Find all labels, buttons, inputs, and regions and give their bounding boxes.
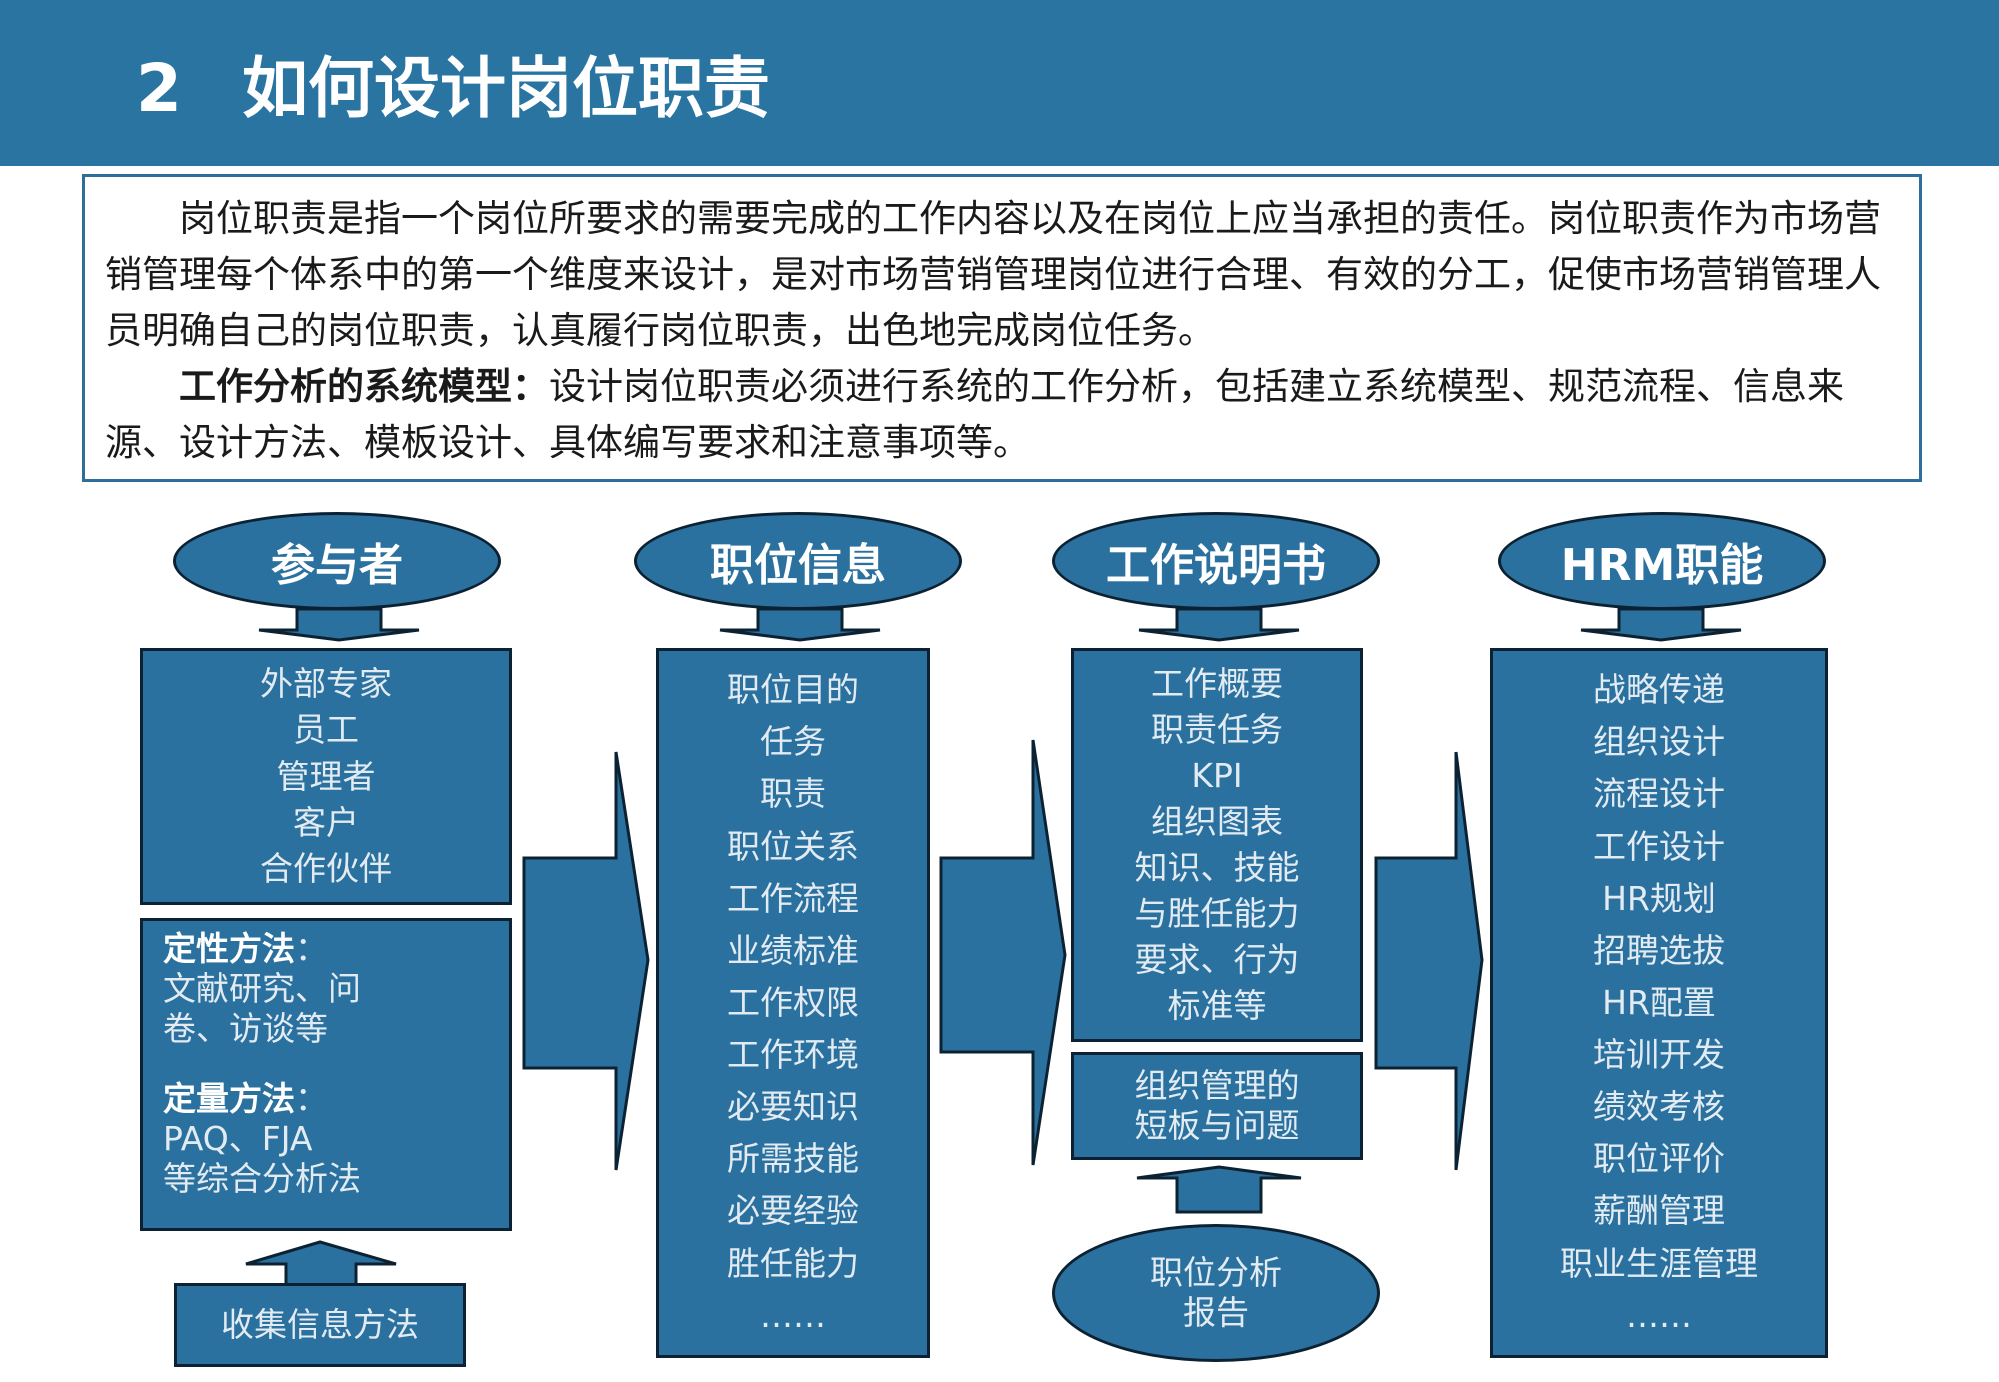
list-item: 薪酬管理 — [1593, 1191, 1725, 1231]
quantitative-method-line: 等综合分析法 — [163, 1159, 361, 1198]
list-item: 工作概要 — [1151, 664, 1283, 704]
report-line: 报告 — [1183, 1293, 1249, 1332]
list-item: 与胜任能力 — [1134, 893, 1300, 933]
management-issues-box: 组织管理的 短板与问题 — [1071, 1052, 1363, 1160]
intro-paragraph-1: 岗位职责是指一个岗位所要求的需要完成的工作内容以及在岗位上应当承担的责任。岗位职… — [105, 197, 1881, 352]
up-arrow-icon — [1136, 1165, 1302, 1214]
intro-text-box: 岗位职责是指一个岗位所要求的需要完成的工作内容以及在岗位上应当承担的责任。岗位职… — [82, 174, 1922, 482]
quantitative-method-title: 定量方法 — [163, 1079, 295, 1118]
up-arrow-icon — [245, 1240, 397, 1287]
list-item: 任务 — [760, 722, 826, 762]
list-item: 胜任能力 — [727, 1243, 859, 1283]
list-item: 战略传递 — [1593, 670, 1725, 710]
list-item: 外部专家 — [260, 664, 392, 704]
job-description-list-box: 工作概要 职责任务 KPI 组织图表 知识、技能 与胜任能力 要求、行为 标准等 — [1071, 648, 1363, 1042]
management-issues-line: 组织管理的 — [1134, 1066, 1300, 1105]
list-item: 所需技能 — [727, 1139, 859, 1179]
list-item: 职责 — [760, 774, 826, 814]
page-title: 如何设计岗位职责 — [242, 50, 770, 127]
list-item: 合作伙伴 — [260, 848, 392, 888]
position-info-oval: 职位信息 — [634, 512, 962, 610]
participants-list-box: 外部专家 员工 管理者 客户 合作伙伴 — [140, 648, 512, 905]
qualitative-method-heading: 定性方法： — [163, 929, 489, 969]
quantitative-method-line: PAQ、FJA — [163, 1119, 313, 1158]
position-info-list-box: 职位目的 任务 职责 职位关系 工作流程 业绩标准 工作权限 工作环境 必要知识… — [656, 648, 930, 1358]
list-item: 业绩标准 — [727, 930, 859, 970]
report-line: 职位分析 — [1150, 1253, 1282, 1292]
qualitative-method-line: 文献研究、问 — [163, 969, 361, 1008]
list-item: 客户 — [293, 802, 359, 842]
list-item: 工作环境 — [727, 1035, 859, 1075]
right-arrow-icon — [939, 739, 1067, 1166]
list-item: HR规划 — [1602, 878, 1716, 918]
list-item: 知识、技能 — [1134, 847, 1300, 887]
list-item: 流程设计 — [1593, 774, 1725, 814]
hrm-functions-oval: HRM职能 — [1498, 512, 1826, 610]
list-item: 招聘选拔 — [1593, 930, 1725, 970]
list-item: 要求、行为 — [1134, 939, 1300, 979]
list-item: 职位评价 — [1593, 1139, 1725, 1179]
qualitative-method-line: 卷、访谈等 — [163, 1009, 328, 1048]
management-issues-line: 短板与问题 — [1134, 1106, 1300, 1145]
down-arrow-icon — [258, 607, 420, 642]
collect-info-method-label: 收集信息方法 — [221, 1305, 419, 1344]
quantitative-method-heading: 定量方法： — [163, 1079, 489, 1119]
list-item: KPI — [1191, 756, 1243, 796]
intro-paragraph-2-body: 设计岗位职责必须进行系统的工作分析，包括建立系统模型、规范流程、信息来源、设计方… — [105, 365, 1844, 464]
job-description-oval: 工作说明书 — [1052, 512, 1380, 610]
participants-oval: 参与者 — [173, 512, 501, 610]
down-arrow-icon — [1138, 607, 1300, 642]
position-analysis-report-oval: 职位分析 报告 — [1052, 1224, 1380, 1362]
list-item: 绩效考核 — [1593, 1087, 1725, 1127]
down-arrow-icon — [1580, 607, 1742, 642]
collect-info-method-box: 收集信息方法 — [174, 1283, 466, 1367]
right-arrow-icon — [1374, 751, 1484, 1171]
header-bar: 2 如何设计岗位职责 — [0, 0, 1999, 166]
quantitative-method-colon: ： — [295, 1079, 328, 1118]
list-item: HR配置 — [1602, 982, 1716, 1022]
section-number: 2 — [136, 50, 182, 127]
list-item: 管理者 — [276, 756, 376, 796]
list-item: 必要经验 — [727, 1191, 859, 1231]
list-item: 培训开发 — [1593, 1035, 1725, 1075]
list-item: 职业生涯管理 — [1560, 1243, 1758, 1283]
qualitative-method-colon: ： — [295, 929, 328, 968]
methods-box: 定性方法： 文献研究、问 卷、访谈等 定量方法： PAQ、FJA 等综合分析法 — [140, 918, 512, 1231]
list-item: 工作流程 — [727, 878, 859, 918]
down-arrow-icon — [719, 607, 881, 642]
list-item: 员工 — [293, 710, 359, 750]
list-item: 职位关系 — [727, 826, 859, 866]
intro-paragraph-2: 工作分析的系统模型：设计岗位职责必须进行系统的工作分析，包括建立系统模型、规范流… — [105, 359, 1893, 471]
hrm-functions-list-box: 战略传递 组织设计 流程设计 工作设计 HR规划 招聘选拔 HR配置 培训开发 … — [1490, 648, 1828, 1358]
qualitative-method-title: 定性方法 — [163, 929, 295, 968]
list-item: 组织设计 — [1593, 722, 1725, 762]
list-item: …… — [1626, 1295, 1692, 1335]
list-item: 标准等 — [1167, 985, 1267, 1025]
spacer — [163, 1049, 489, 1079]
list-item: …… — [760, 1295, 826, 1335]
list-item: 组织图表 — [1151, 802, 1283, 841]
list-item: 职位目的 — [727, 670, 859, 710]
list-item: 必要知识 — [727, 1087, 859, 1127]
list-item: 工作设计 — [1593, 826, 1725, 866]
intro-paragraph-2-lead: 工作分析的系统模型： — [179, 365, 549, 408]
list-item: 职责任务 — [1151, 710, 1283, 750]
list-item: 工作权限 — [727, 982, 859, 1022]
right-arrow-icon — [522, 751, 650, 1171]
